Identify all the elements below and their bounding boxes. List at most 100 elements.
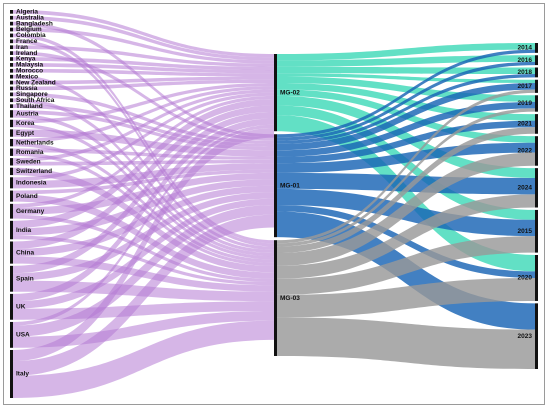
node-label-ireland: Ireland [16,50,37,57]
node-2023 [535,303,538,369]
link-mg-02-2017 [277,73,535,84]
link-indonesia-mg-02 [13,92,274,181]
link-mg-03-2022 [277,152,535,266]
node-label-mg-01: MG-01 [280,182,300,189]
node-france [10,39,13,44]
node-label-romania: Romania [16,149,44,156]
node-new-zealand [10,80,13,85]
node-south-africa [10,98,13,103]
link-mg-03-2024 [277,194,535,279]
link-colombia-mg-03 [13,33,274,244]
link-india-mg-03 [13,235,274,286]
node-label-china: China [16,249,34,256]
link-spain-mg-01 [13,192,274,281]
node-2015 [535,209,538,253]
node-label-egypt: Egypt [16,130,35,137]
node-netherlands [10,138,13,147]
node-label-korea: Korea [16,120,35,127]
link-netherlands-mg-02 [13,86,274,143]
node-austria [10,110,13,118]
link-belgium-mg-02 [13,27,274,64]
node-mexico [10,74,13,79]
sankey-nodes [10,10,538,398]
node-label-italy: Italy [16,371,29,378]
node-label-india: India [16,227,32,234]
node-label-2019: 2019 [518,100,533,107]
link-russia-mg-02 [13,79,274,91]
node-label-bangladesh: Bangladesh [16,20,53,27]
link-mg-03-2021 [277,127,535,254]
node-spain [10,265,13,292]
link-mg-01-2024 [277,172,535,195]
link-korea-mg-02 [13,82,274,124]
node-belgium [10,27,13,32]
sankey-diagram: AlgeriaAustraliaBangladeshBelgiumColombi… [10,9,538,398]
node-italy [10,349,13,398]
node-label-south-africa: South Africa [16,97,55,104]
node-label-russia: Russia [16,85,38,92]
link-mg-03-2015 [277,236,535,295]
node-korea [10,119,13,128]
node-label-2022: 2022 [518,148,533,155]
node-label-algeria: Algeria [16,9,38,16]
node-label-2021: 2021 [518,121,533,128]
node-bangladesh [10,21,13,26]
node-thailand [10,104,13,108]
link-mg-03-2017 [277,89,535,244]
node-label-belgium: Belgium [16,26,42,33]
node-2016 [535,55,538,66]
node-label-kenya: Kenya [16,56,36,63]
node-australia [10,15,13,20]
node-indonesia [10,177,13,189]
link-kenya-mg-02 [13,57,274,71]
link-australia-mg-02 [13,15,274,61]
node-2020 [535,254,538,301]
node-mg-01 [274,134,277,238]
link-mg-01-2018 [277,74,535,144]
node-label-spain: Spain [16,275,34,282]
node-label-2018: 2018 [518,69,533,76]
node-malaysia [10,63,13,67]
link-mg-02-2024 [277,95,535,178]
node-label-colombia: Colombia [16,32,46,39]
node-2014 [535,43,538,53]
sankey-labels: AlgeriaAustraliaBangladeshBelgiumColombi… [16,9,532,378]
node-label-france: France [16,38,38,45]
node-germany [10,203,13,219]
node-label-germany: Germany [16,208,45,215]
node-label-new-zealand: New Zealand [16,79,56,86]
link-mg-02-2018 [277,66,535,75]
node-label-mg-03: MG-03 [280,295,300,302]
link-mg-01-2022 [277,142,535,173]
link-mg-02-2014 [277,43,535,61]
link-new-zealand-mg-02 [13,76,274,85]
node-sweden [10,158,13,166]
node-morocco [10,68,13,73]
node-romania [10,148,13,156]
node-singapore [10,92,13,97]
link-mg-03-2020 [277,277,535,318]
link-singapore-mg-01 [13,92,274,144]
node-algeria [10,10,13,14]
node-label-thailand: Thailand [16,103,43,110]
link-italy-mg-03 [13,320,274,398]
node-label-2023: 2023 [518,333,533,340]
node-colombia [10,33,13,38]
node-label-poland: Poland [16,193,38,200]
link-sweden-mg-02 [13,89,274,162]
link-usa-mg-02 [13,124,274,326]
link-usa-mg-03 [13,310,274,348]
node-label-morocco: Morocco [16,67,43,74]
link-austria-mg-01 [13,110,274,151]
link-morocco-mg-02 [13,68,274,77]
link-mg-03-2023 [277,317,535,369]
link-malaysia-mg-02 [13,63,274,74]
node-label-2024: 2024 [518,185,533,192]
node-label-2015: 2015 [518,228,533,235]
node-label-sweden: Sweden [16,159,41,166]
node-usa [10,321,13,348]
link-iran-mg-02 [13,45,274,67]
link-spain-mg-02 [13,111,274,274]
link-mg-01-2016 [277,61,535,141]
